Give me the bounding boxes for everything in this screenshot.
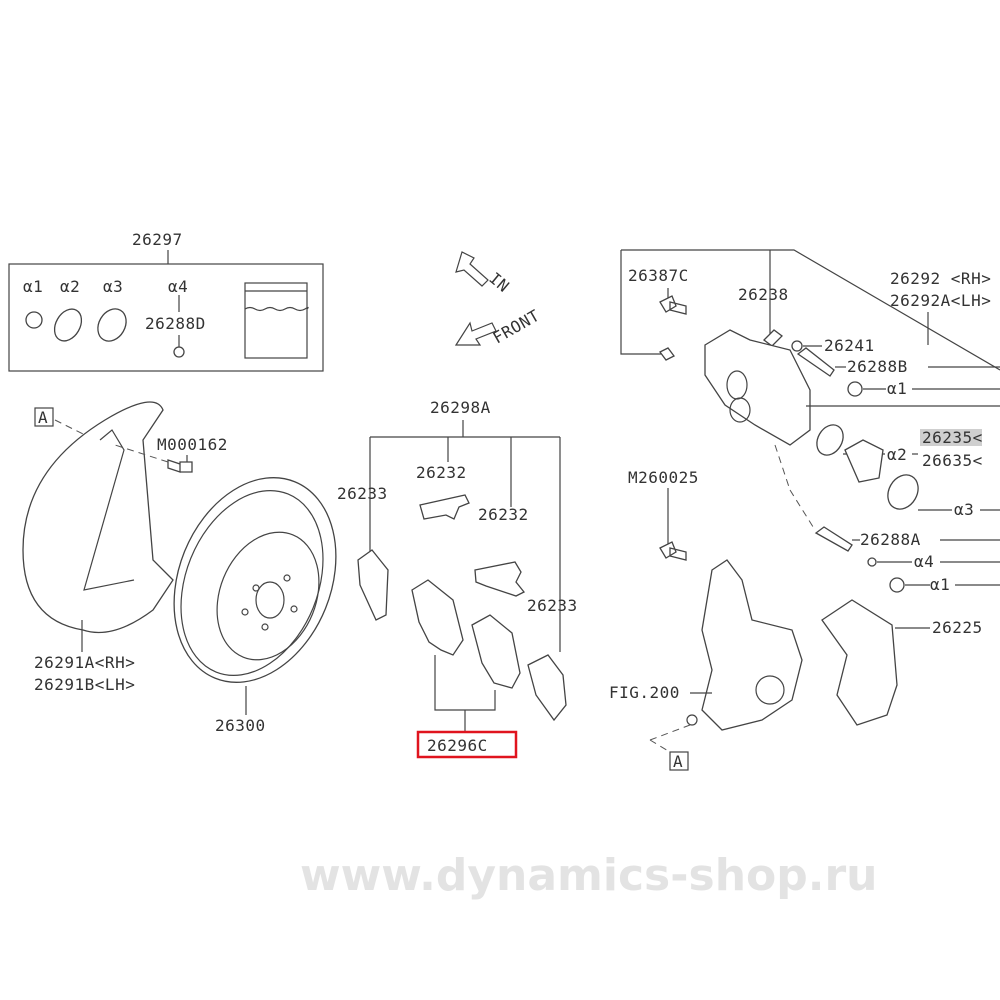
watermark: www.dynamics-shop.ru [300,850,877,901]
label-in: IN [485,269,513,297]
label-26635: 26635< [922,451,983,470]
nut-icon [659,347,675,361]
guide-pin-icon [814,526,853,552]
boot-icon [889,577,905,593]
piston-highlight [920,429,982,446]
label-m260025: M260025 [628,468,699,487]
label-a1-top: α1 [887,379,907,398]
label-26387c: 26387C [628,266,689,285]
label-26288a: 26288A [860,530,921,549]
caliper-bracket-icon [821,599,898,726]
ref-a-box [669,751,689,771]
seal-ring-icon [53,308,83,342]
label-26291b: 26291B<LH> [34,675,135,694]
label-26291a: 26291A<RH> [34,653,135,672]
label-a1-bottom: α1 [930,575,950,594]
pad-clip-icon [474,561,526,597]
label-26296c[interactable]: 26296C [427,736,488,755]
steering-knuckle-icon [701,559,803,731]
label-m000162: M000162 [157,435,228,454]
label-a2-right: α2 [887,445,907,464]
label-26288d: 26288D [145,314,206,333]
guide-pin-icon [796,347,835,377]
label-ref-a-right: A [673,752,683,771]
shim-icon [357,549,389,621]
label-26225: 26225 [932,618,983,637]
boot-icon [847,381,863,397]
bleeder-icon [763,329,783,347]
label-26292a: 26292A<LH> [890,291,991,310]
label-26232-b: 26232 [478,505,529,524]
bolt-icon [167,459,193,473]
pad-clip-icon [419,494,470,520]
label-front: FRONT [490,306,543,348]
label-26232-a: 26232 [416,463,467,482]
shim-icon [527,654,567,722]
seal-kit-group [8,250,324,372]
label-26233-b: 26233 [527,596,578,615]
brake-rotor-icon [173,477,337,683]
label-ref-a: A [38,408,48,427]
seal-ring-icon [816,424,844,456]
bolt-icon [659,541,687,561]
label-a3-right: α3 [954,500,974,519]
piston-icon [844,439,884,483]
seal-ring-icon [97,308,127,342]
label-26292: 26292 <RH> [890,269,991,288]
front-arrow-icon [454,321,497,346]
label-26235: 26235< [922,428,983,447]
in-arrow-icon [455,251,489,287]
label-26241: 26241 [824,336,875,355]
cap-icon [791,340,803,352]
caliper-body-icon [704,329,811,446]
label-fig200[interactable]: FIG.200 [609,683,680,702]
grease-packet-icon [244,282,308,359]
label-a1: α1 [23,277,43,296]
ref-a-box [34,407,54,427]
label-26238: 26238 [738,285,789,304]
dust-shield-icon [22,401,174,634]
brake-pad-icon [471,614,521,689]
brake-pad-icon [411,579,464,656]
label-26300: 26300 [215,716,266,735]
highlight-box [416,730,518,759]
kit-box [8,263,324,372]
bolt-icon [659,295,687,315]
boot-icon [25,311,43,329]
pin-icon [867,557,877,567]
pin-icon [173,346,185,358]
seal-ring-icon [887,474,919,510]
label-a2: α2 [60,277,80,296]
label-a4-right: α4 [914,552,934,571]
label-26288b: 26288B [847,357,908,376]
label-a4: α4 [168,277,188,296]
label-26298a: 26298A [430,398,491,417]
label-26233-a: 26233 [337,484,388,503]
label-26297: 26297 [132,230,183,249]
label-a3: α3 [103,277,123,296]
